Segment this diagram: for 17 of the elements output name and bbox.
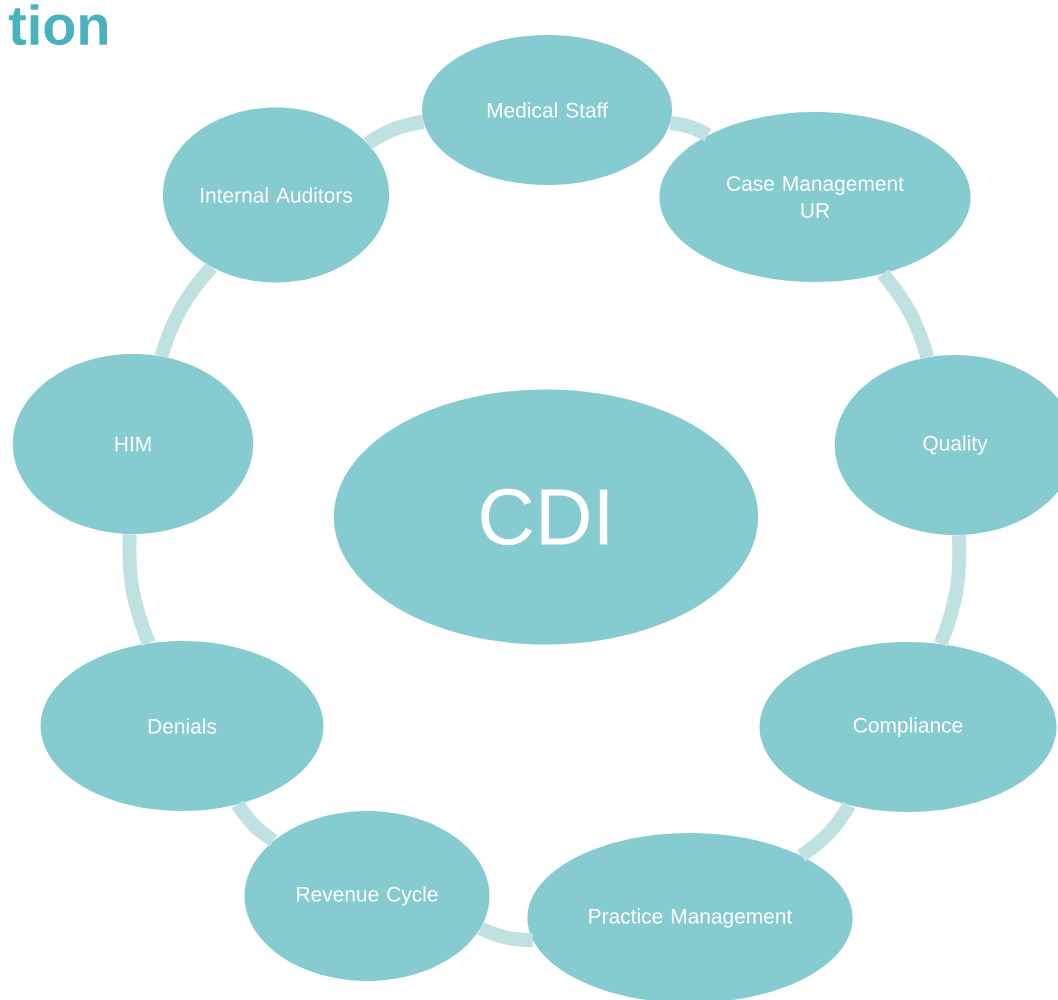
title: tion [8, 4, 107, 46]
ellipse-node: Internal Auditors [162, 107, 390, 283]
ring-connector [231, 800, 278, 847]
ellipse-node: Revenue Cycle [244, 811, 490, 981]
ellipse-node: Denials [40, 641, 324, 811]
ellipse-node: Case Management UR [659, 112, 971, 282]
ring-connector [154, 262, 217, 359]
ring-connector [122, 533, 156, 646]
ring-connector [669, 115, 712, 142]
ellipse-node: Medical Staff [422, 35, 672, 185]
ellipse-node: HIM [12, 354, 254, 534]
ring-connector [477, 921, 534, 948]
ring-connector [877, 269, 935, 360]
ring-connector [934, 534, 967, 647]
ring-connector [797, 801, 856, 862]
ellipse-node: Compliance [759, 642, 1057, 812]
ring-connector [363, 114, 425, 150]
